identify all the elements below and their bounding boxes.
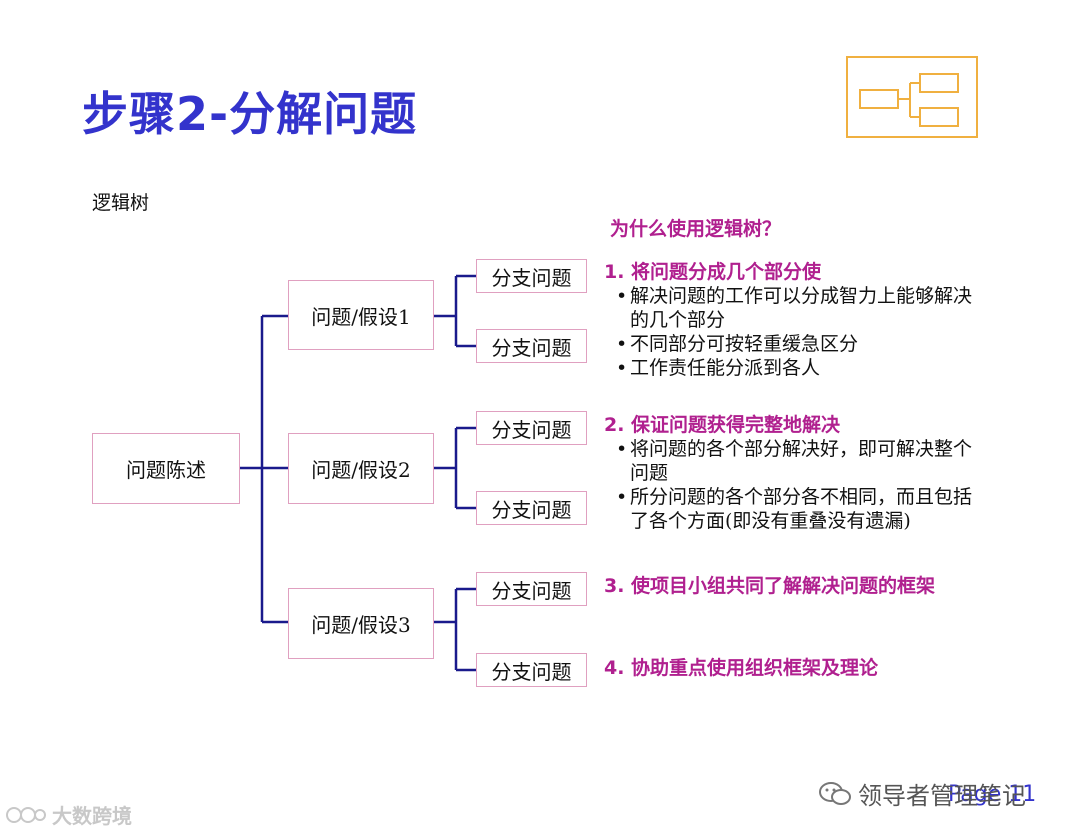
reason-bullet: 工作责任能分派到各人 xyxy=(604,356,984,380)
reason-4: 4. 协助重点使用组织框架及理论 xyxy=(604,656,984,680)
reason-bullet: 将问题的各个部分解决好，即可解决整个问题 xyxy=(604,437,984,485)
page-number: Page 11 xyxy=(948,782,1037,807)
reason-bullet: 解决问题的工作可以分成智力上能够解决的几个部分 xyxy=(604,284,984,332)
branch-node: 分支问题 xyxy=(476,491,587,525)
wechat-icon xyxy=(818,780,852,814)
reason-1: 1. 将问题分成几个部分使 解决问题的工作可以分成智力上能够解决的几个部分 不同… xyxy=(604,260,984,380)
diagram-subtitle: 逻辑树 xyxy=(92,192,150,214)
hypothesis-node-1: 问题/假设1 xyxy=(288,280,434,350)
reason-heading: 3. 使项目小组共同了解解决问题的框架 xyxy=(604,575,936,597)
hypothesis-node-2: 问题/假设2 xyxy=(288,433,434,504)
branch-node: 分支问题 xyxy=(476,411,587,445)
watermark-left-text: 大数跨境 xyxy=(52,804,132,828)
reason-heading: 4. 协助重点使用组织框架及理论 xyxy=(604,657,879,679)
reason-bullet: 不同部分可按轻重缓急区分 xyxy=(604,332,984,356)
branch-node: 分支问题 xyxy=(476,653,587,687)
reason-heading: 2. 保证问题获得完整地解决 xyxy=(604,414,841,436)
reason-heading: 1. 将问题分成几个部分使 xyxy=(604,261,822,283)
tree-logo-icon xyxy=(846,56,978,138)
branch-node: 分支问题 xyxy=(476,259,587,293)
why-heading: 为什么使用逻辑树？ xyxy=(610,218,782,240)
hypothesis-node-3: 问题/假设3 xyxy=(288,588,434,659)
slide-title: 步骤2-分解问题 xyxy=(82,87,418,141)
branch-node: 分支问题 xyxy=(476,572,587,606)
watermark-left: 大数跨境 xyxy=(6,800,132,831)
watermark-logo-icon xyxy=(6,804,46,831)
reason-3: 3. 使项目小组共同了解解决问题的框架 xyxy=(604,574,984,598)
branch-node: 分支问题 xyxy=(476,329,587,363)
watermark-right-text: 领导者管理笔记 xyxy=(858,782,1026,810)
reason-bullet: 所分问题的各个部分各不相同，而且包括了各个方面(即没有重叠没有遗漏) xyxy=(604,485,984,533)
root-node: 问题陈述 xyxy=(92,433,240,504)
reason-2: 2. 保证问题获得完整地解决 将问题的各个部分解决好，即可解决整个问题 所分问题… xyxy=(604,413,984,533)
watermark-right: 领导者管理笔记 xyxy=(818,776,1026,814)
